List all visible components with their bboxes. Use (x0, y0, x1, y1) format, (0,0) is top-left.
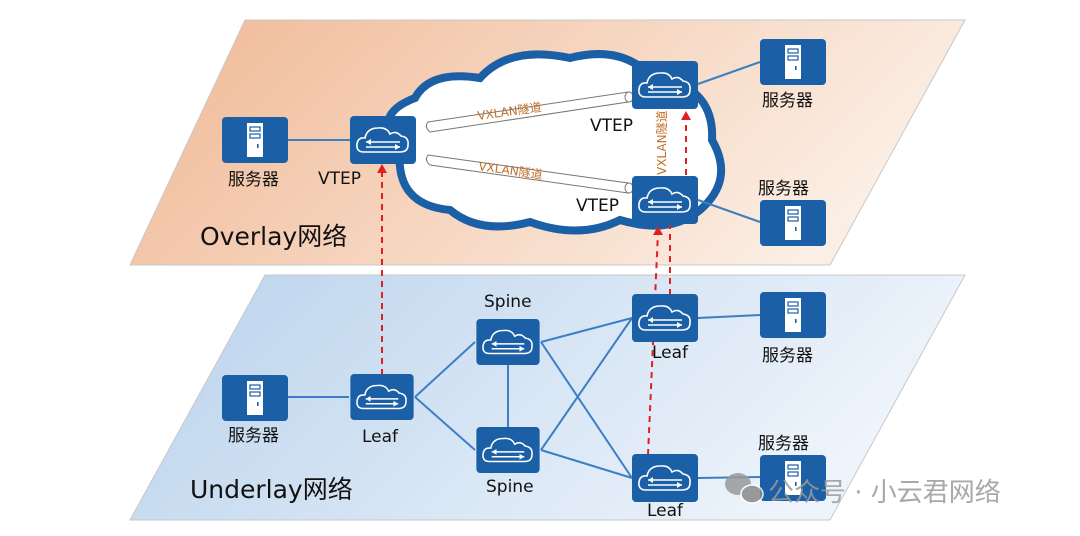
spine-top-label: Spine (484, 292, 532, 312)
overlay-server-top-right-label: 服务器 (762, 91, 813, 111)
leaf-top-right-label: Leaf (652, 343, 689, 363)
wechat-icon (725, 473, 764, 504)
leaf-bottom-right-label: Leaf (647, 501, 684, 521)
spine-top-icon[interactable] (475, 319, 541, 365)
underlay-server-top-right-icon[interactable] (760, 292, 826, 338)
overlay-server-bottom-right-icon[interactable] (760, 200, 826, 246)
spine-bottom-label: Spine (486, 477, 534, 497)
link-vtep-server-top (697, 61, 761, 85)
underlay-server-left-icon[interactable] (222, 375, 288, 421)
leaf-bottom-right-icon[interactable] (632, 454, 698, 502)
vxlan-tunnel-vertical: VXLAN隧道 (654, 110, 669, 175)
overlay-server-bottom-right-label: 服务器 (758, 179, 809, 199)
overlay-title: Overlay网络 (200, 222, 347, 251)
vtep-bottom-right-icon[interactable] (632, 175, 698, 225)
underlay-plane (129, 274, 966, 521)
vtep-bottom-right-label: VTEP (576, 196, 619, 216)
leaf-top-right-icon[interactable] (632, 294, 698, 342)
leaf-left-label: Leaf (362, 427, 399, 447)
vtep-top-right-label: VTEP (590, 116, 633, 136)
vtep-top-right-icon[interactable] (632, 60, 698, 110)
underlay-title: Underlay网络 (190, 475, 353, 504)
underlay-links (288, 314, 761, 479)
underlay-server-top-right-label: 服务器 (762, 346, 813, 366)
overlay-server-left-label: 服务器 (228, 170, 279, 190)
svg-text:公众号 · 小云君网络: 公众号 · 小云君网络 (768, 478, 1001, 508)
underlay-server-bottom-right-label: 服务器 (758, 434, 809, 454)
overlay-server-top-right-icon[interactable] (760, 38, 826, 86)
underlay-server-left-label: 服务器 (228, 426, 279, 446)
link-vtep-server-bottom (697, 199, 761, 223)
spine-bottom-icon[interactable] (475, 427, 541, 473)
vtep-left-label: VTEP (318, 169, 361, 189)
overlay-server-left-icon[interactable] (222, 117, 288, 163)
leaf-left-icon[interactable] (349, 374, 415, 420)
vtep-left-icon[interactable] (350, 116, 416, 164)
watermark: 公众号 · 小云君网络 (725, 473, 1001, 508)
overlay-underlay-mapping (377, 111, 691, 456)
